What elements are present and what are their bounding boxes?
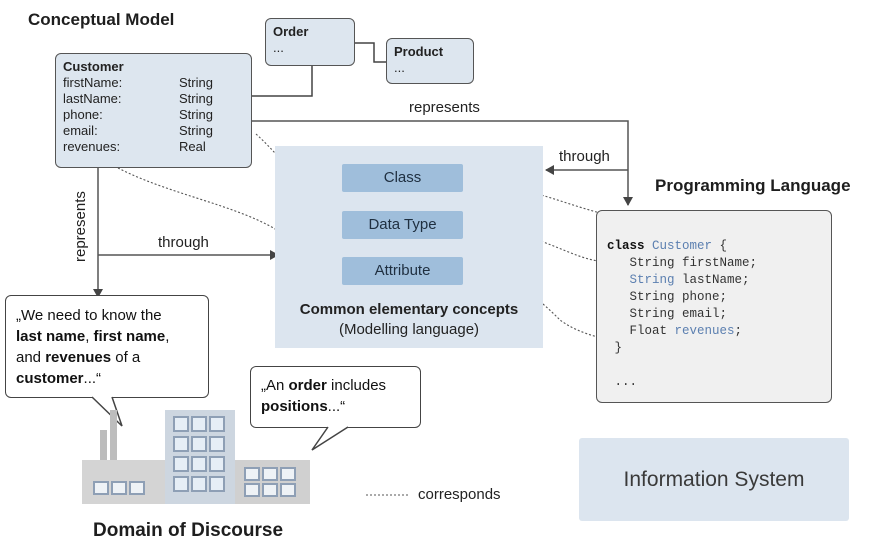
attribute-row: email: String bbox=[63, 123, 251, 139]
attribute-type: String bbox=[179, 123, 213, 138]
code-semicolon: ; bbox=[734, 324, 743, 338]
legend-corresponds-label: corresponds bbox=[418, 486, 501, 503]
bubble-text: , bbox=[165, 328, 170, 345]
bubble-tail-2 bbox=[311, 426, 349, 451]
bubble-bold: customer bbox=[16, 370, 84, 387]
code-line-close: } bbox=[607, 341, 623, 355]
attribute-name: lastName: bbox=[63, 91, 122, 106]
through-label-right: through bbox=[559, 148, 610, 165]
attribute-row: firstName: String bbox=[63, 75, 251, 91]
speech-bubble-order: „An order includes positions...“ bbox=[250, 366, 421, 428]
concept-class: Class bbox=[342, 164, 463, 192]
code-line: Float revenues; bbox=[607, 323, 831, 340]
attribute-row: revenues: Real bbox=[63, 139, 251, 155]
domain-of-discourse-title: Domain of Discourse bbox=[93, 520, 284, 541]
product-entity: Product ... bbox=[386, 38, 474, 84]
bubble-line: and revenues of a bbox=[16, 347, 208, 368]
code-line-class: class Customer { bbox=[607, 238, 831, 255]
bubble-text: , bbox=[85, 328, 94, 345]
represents-label-left: represents bbox=[72, 191, 89, 262]
bubble-bold: positions bbox=[261, 398, 328, 415]
code-field: lastName; bbox=[674, 273, 750, 287]
concepts-caption-bold: Common elementary concepts bbox=[299, 301, 519, 318]
order-entity: Order ... bbox=[265, 18, 355, 66]
bubble-text: of a bbox=[111, 349, 141, 366]
code-field-revenues: revenues bbox=[667, 324, 735, 338]
code-line-more: ... bbox=[607, 375, 638, 389]
represents-label-top: represents bbox=[409, 99, 480, 116]
attribute-row: phone: String bbox=[63, 107, 251, 123]
order-entity-body: ... bbox=[273, 40, 284, 55]
attribute-type: String bbox=[179, 75, 213, 90]
bubble-text: includes bbox=[326, 377, 387, 394]
attribute-row: lastName: String bbox=[63, 91, 251, 107]
information-system-box: Information System bbox=[579, 438, 849, 521]
represents-arrow-right bbox=[252, 120, 633, 206]
code-brace: { bbox=[712, 239, 728, 253]
concept-attribute: Attribute bbox=[342, 257, 463, 285]
bubble-text: „An bbox=[261, 377, 289, 394]
through-label-left: through bbox=[158, 234, 209, 251]
code-line: String phone; bbox=[607, 290, 728, 304]
code-line: String email; bbox=[607, 307, 728, 321]
code-type: Float bbox=[607, 324, 668, 338]
bubble-bold: revenues bbox=[45, 349, 112, 366]
bubble-text: ...“ bbox=[327, 398, 346, 415]
code-line: String firstName; bbox=[607, 256, 758, 270]
bubble-bold: order bbox=[288, 377, 327, 394]
code-keyword: class bbox=[607, 239, 645, 253]
attribute-name: firstName: bbox=[63, 75, 123, 90]
concepts-caption-sub: (Modelling language) bbox=[338, 321, 480, 338]
code-type: String bbox=[607, 273, 675, 287]
bubble-line: positions...“ bbox=[261, 396, 420, 417]
attribute-name: phone: bbox=[63, 107, 103, 122]
bubble-line: customer...“ bbox=[16, 368, 208, 389]
customer-entity: Customer firstName: String lastName: Strin… bbox=[55, 53, 252, 168]
conceptual-model-title: Conceptual Model bbox=[28, 10, 175, 29]
attribute-name: email: bbox=[63, 123, 98, 138]
attribute-type: String bbox=[179, 107, 213, 122]
code-box: class Customer { String firstName; Strin… bbox=[596, 210, 832, 403]
concepts-caption: Common elementary concepts (Modelling la… bbox=[275, 300, 543, 340]
bubble-bold: last name bbox=[16, 328, 86, 345]
attribute-type: Real bbox=[179, 139, 206, 154]
factory-illustration bbox=[82, 410, 310, 504]
bubble-text: and bbox=[16, 349, 46, 366]
code-line: String lastName; bbox=[607, 272, 831, 289]
order-product-link bbox=[355, 42, 386, 63]
product-entity-name: Product bbox=[394, 44, 444, 59]
speech-bubble-customer: „We need to know the last name, first na… bbox=[5, 295, 209, 398]
code-class-name: Customer bbox=[652, 239, 713, 253]
customer-entity-name: Customer bbox=[63, 59, 124, 74]
concept-data-type: Data Type bbox=[342, 211, 463, 239]
attribute-name: revenues: bbox=[63, 139, 121, 154]
bubble-text: ...“ bbox=[83, 370, 102, 387]
bubble-line: „We need to know the bbox=[16, 307, 162, 324]
bubble-line: „An order includes bbox=[261, 375, 420, 396]
bubble-bold: first name bbox=[93, 328, 166, 345]
customer-order-link bbox=[252, 66, 313, 97]
order-entity-name: Order bbox=[273, 24, 309, 39]
information-system-label: Information System bbox=[623, 468, 805, 491]
programming-language-title: Programming Language bbox=[655, 176, 851, 195]
attribute-type: String bbox=[179, 91, 213, 106]
bubble-line: last name, first name, bbox=[16, 326, 208, 347]
product-entity-body: ... bbox=[394, 60, 405, 75]
